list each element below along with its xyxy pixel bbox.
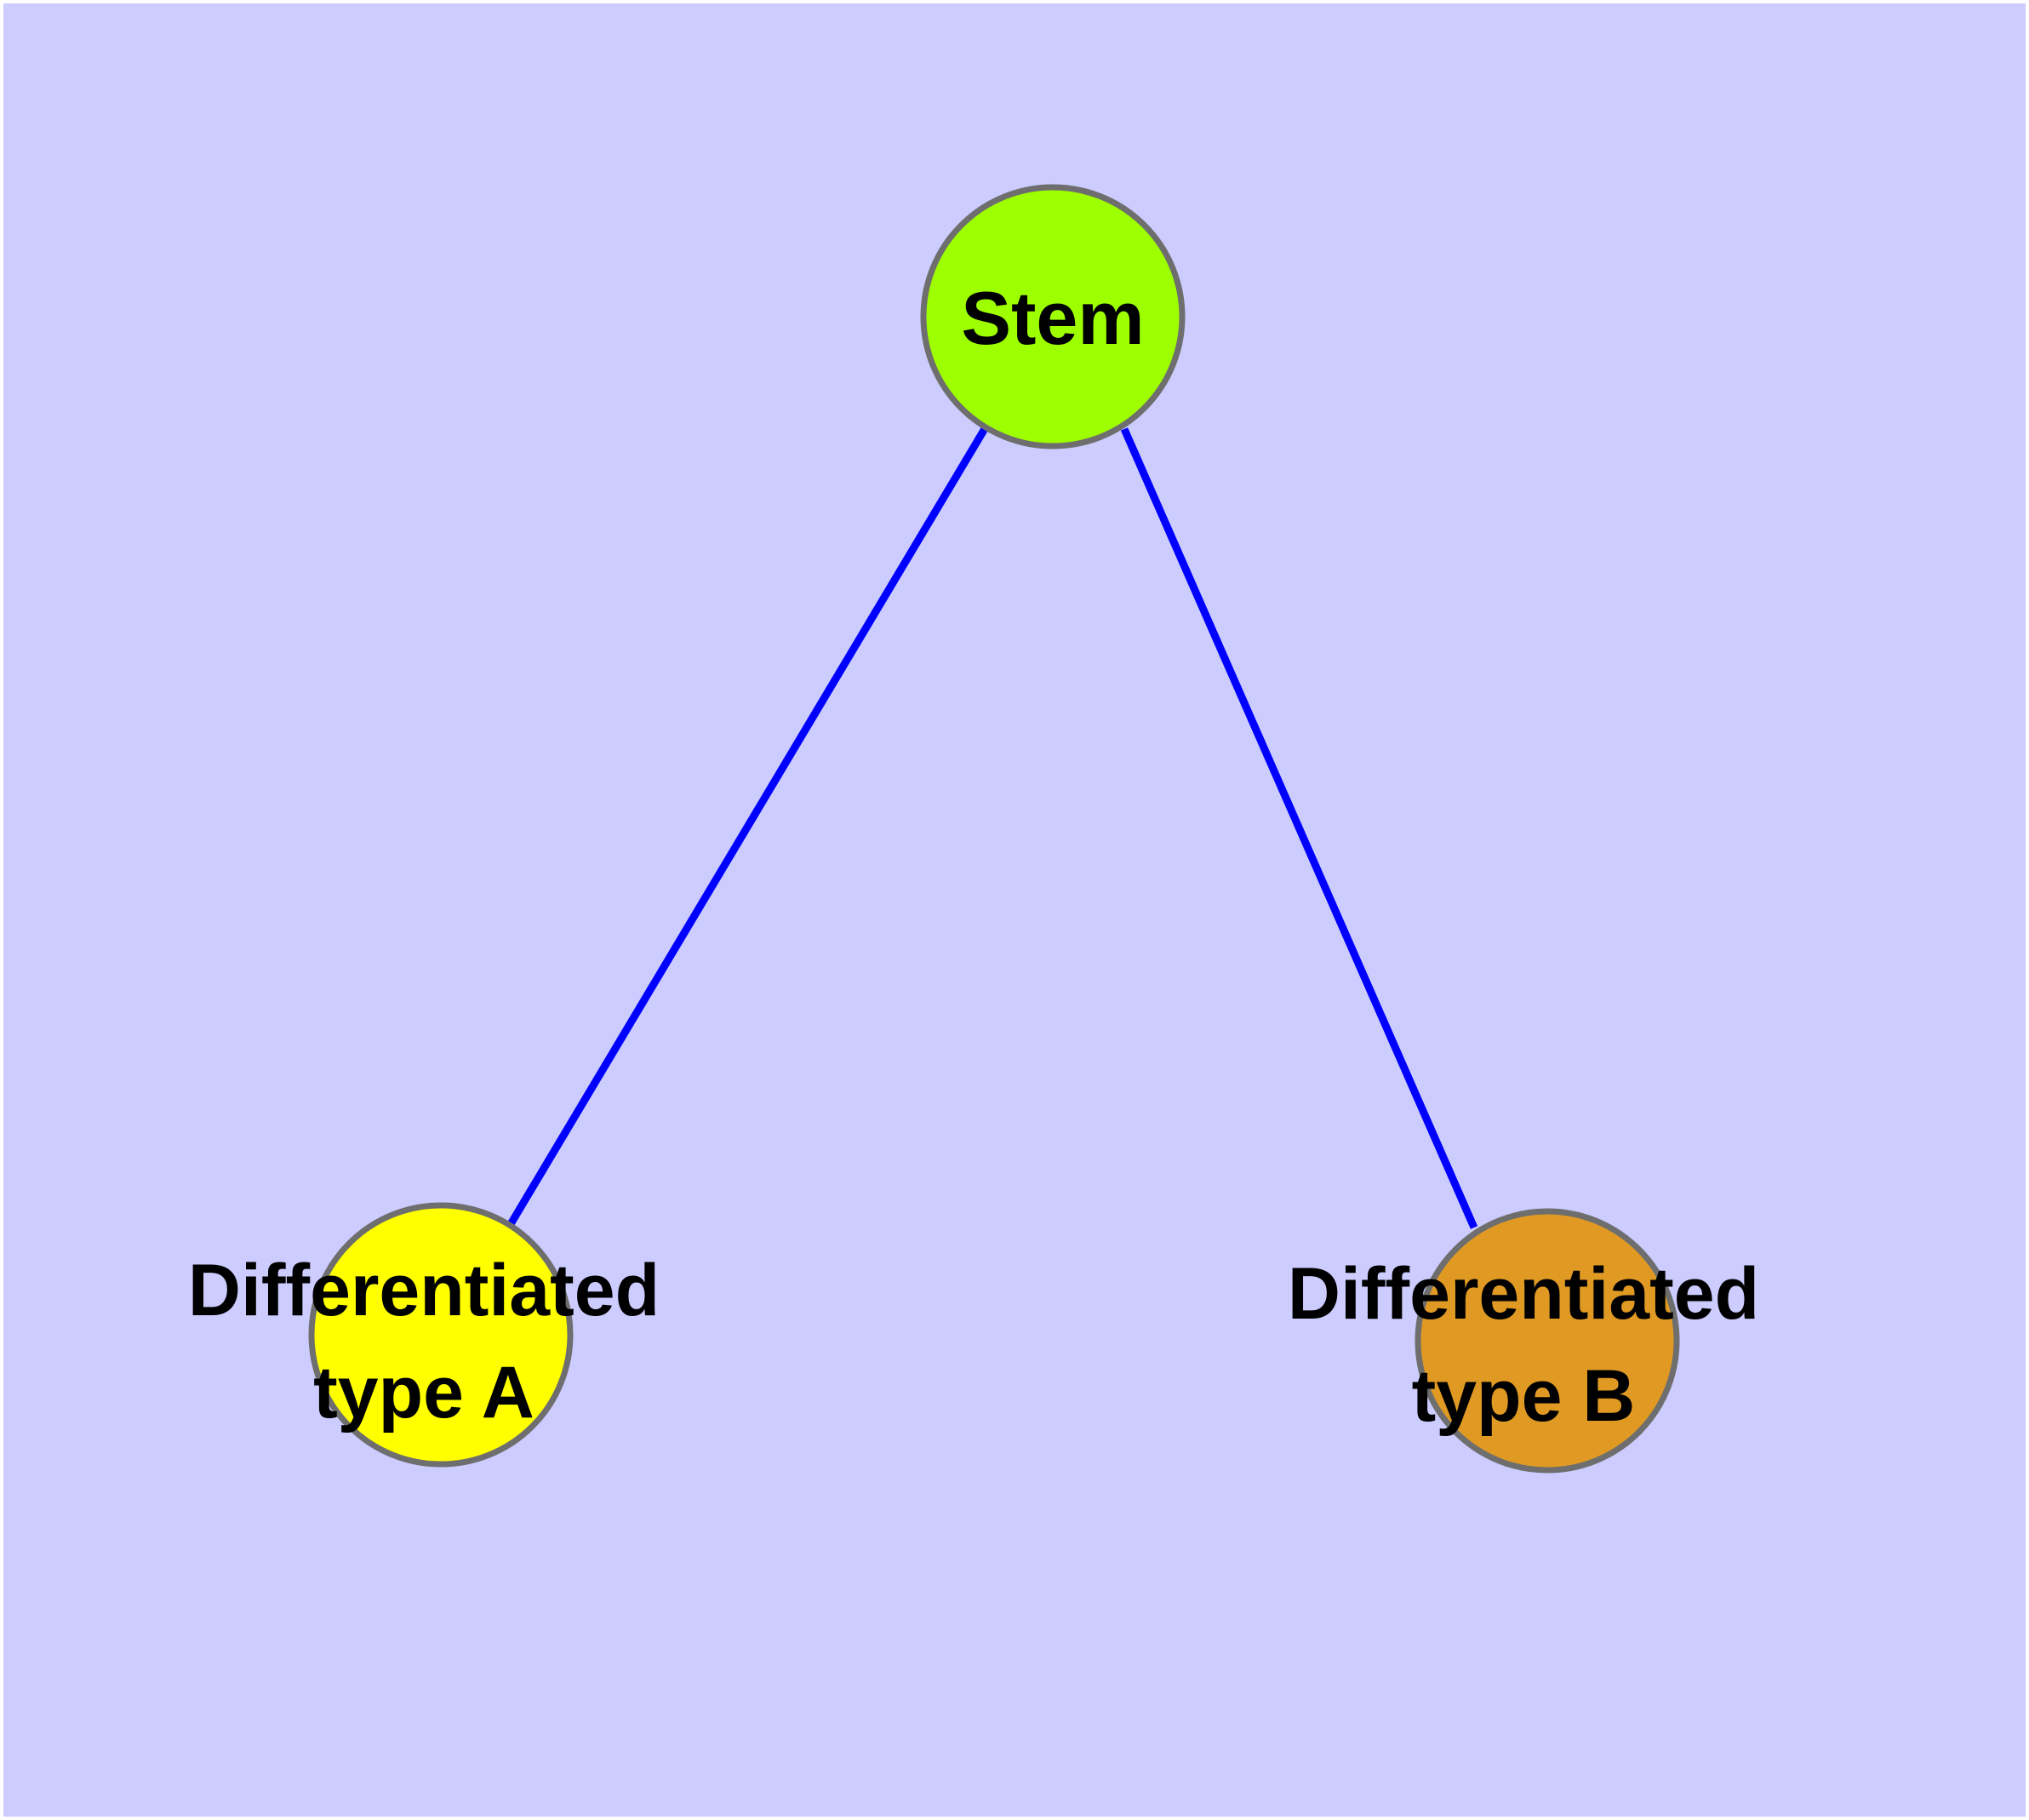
node-differentiated-type-b-circle[interactable] <box>1415 1208 1680 1474</box>
node-differentiated-type-b-label-line1: Differentiated <box>1288 1253 1759 1335</box>
edge-layer <box>507 425 1478 1229</box>
node-differentiated-type-a-label-line1: Differentiated <box>188 1250 660 1331</box>
label-layer: Stem Differentiated type A Differentiate… <box>188 276 1759 1437</box>
edge-stem-to-differentiated-type-a[interactable] <box>507 425 989 1227</box>
node-stem-label: Stem <box>961 276 1144 360</box>
node-differentiated-type-b-label-line2: type B <box>1412 1355 1636 1437</box>
node-stem-circle[interactable] <box>920 184 1186 449</box>
node-differentiated-type-a-circle[interactable] <box>308 1202 574 1468</box>
node-differentiated-type-a-label-line2: type A <box>313 1352 534 1434</box>
edge-stem-to-differentiated-type-b[interactable] <box>1120 427 1478 1229</box>
node-layer <box>308 184 1680 1474</box>
